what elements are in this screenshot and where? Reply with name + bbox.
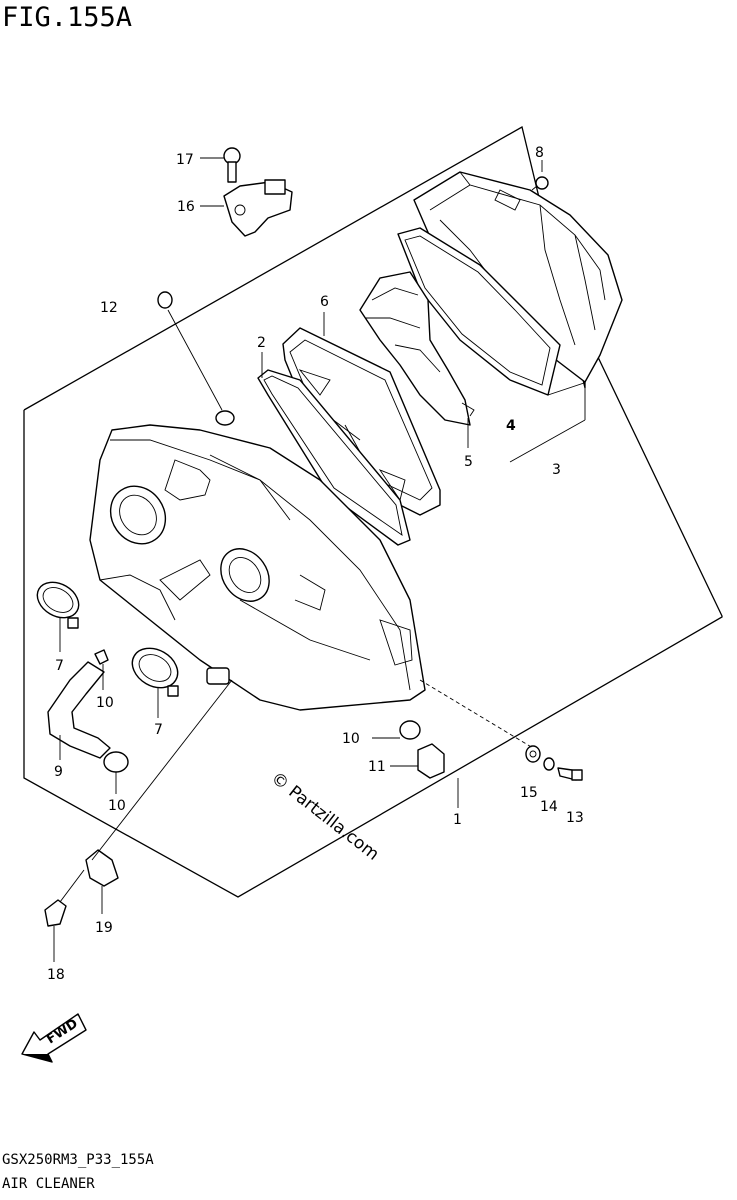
callout-14: 14 bbox=[540, 799, 558, 815]
housing-intake-boots bbox=[109, 485, 270, 685]
part-7-clamp-lower bbox=[131, 647, 179, 718]
part-4-gasket bbox=[397, 227, 561, 396]
callout-8: 8 bbox=[535, 145, 544, 161]
watermark-text: © Partzilla.com bbox=[267, 768, 383, 865]
callout-19: 19 bbox=[95, 920, 113, 936]
callout-12: 12 bbox=[100, 300, 118, 316]
callout-10-lower: 10 bbox=[108, 798, 126, 814]
drawing-caption: AIR CLEANER bbox=[2, 1176, 95, 1192]
callout-4: 4 bbox=[506, 418, 516, 434]
leader-lines bbox=[261, 160, 586, 808]
callout-5: 5 bbox=[464, 454, 473, 470]
part-5-intake-duct bbox=[359, 271, 475, 426]
part-14-nut bbox=[543, 757, 555, 771]
part-12-grommet bbox=[157, 291, 223, 411]
callout-1: 1 bbox=[453, 812, 462, 828]
callout-15: 15 bbox=[520, 785, 538, 801]
part-13-bolt bbox=[557, 767, 583, 781]
callout-17: 17 bbox=[176, 152, 194, 168]
part-7-clamp-upper bbox=[36, 581, 80, 652]
callout-10-right: 10 bbox=[342, 731, 360, 747]
forward-direction-arrow: FWD bbox=[21, 1013, 87, 1063]
callout-7-upper: 7 bbox=[55, 658, 64, 674]
part-9-drain-hose bbox=[47, 661, 111, 760]
callout-6: 6 bbox=[320, 294, 329, 310]
callout-2: 2 bbox=[257, 335, 266, 351]
callout-9: 9 bbox=[54, 764, 63, 780]
part-19-grommet bbox=[85, 849, 119, 914]
callout-3: 3 bbox=[552, 462, 561, 478]
callout-11: 11 bbox=[368, 759, 386, 775]
callout-16: 16 bbox=[177, 199, 195, 215]
part-17-bolt bbox=[200, 147, 241, 183]
part-10-clip-b bbox=[372, 720, 421, 740]
part-18-temperature-sensor bbox=[44, 869, 85, 962]
part-11-drain-plug bbox=[390, 743, 445, 779]
callout-10-upper: 10 bbox=[96, 695, 114, 711]
figure-title: FIG.155A bbox=[2, 2, 133, 33]
callout-18: 18 bbox=[47, 967, 65, 983]
part-8-screw bbox=[531, 176, 549, 191]
drawing-code: GSX250RM3_P33_155A bbox=[2, 1152, 154, 1168]
part-2-filter-gasket bbox=[257, 369, 411, 546]
part-10-clip-c bbox=[103, 751, 129, 794]
callout-7-lower: 7 bbox=[154, 722, 163, 738]
part-15-washer bbox=[525, 745, 541, 763]
callout-13: 13 bbox=[566, 810, 584, 826]
part-10-clip-a bbox=[94, 649, 109, 690]
part-16-sensor bbox=[200, 179, 293, 237]
